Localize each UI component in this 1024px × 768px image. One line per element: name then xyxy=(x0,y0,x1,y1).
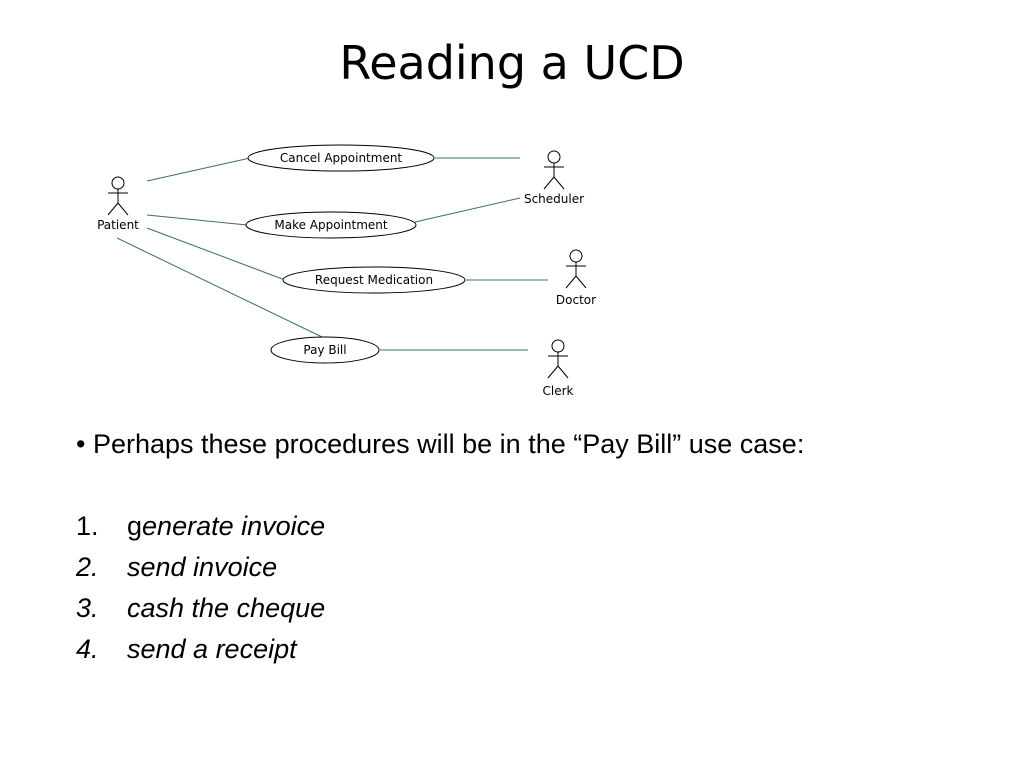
use-case-label: Make Appointment xyxy=(274,218,388,232)
association-patient-make xyxy=(146,214,248,226)
actor-doctor: Doctor xyxy=(556,249,596,307)
list-item: 2. send invoice xyxy=(76,547,325,588)
slide-title: Reading a UCD xyxy=(339,36,685,90)
procedure-list: 1. generate invoice 2. send invoice 3. c… xyxy=(76,506,325,670)
stick-figure-icon xyxy=(543,150,565,190)
association-patient-request xyxy=(146,227,286,281)
association-make-scheduler xyxy=(414,197,521,223)
actor-patient: Patient xyxy=(97,176,139,232)
list-text: send invoice xyxy=(127,552,278,582)
actor-label: Patient xyxy=(97,218,139,232)
list-text-lead: g xyxy=(127,511,143,541)
list-text: cash the cheque xyxy=(127,593,326,623)
stick-figure-icon xyxy=(107,176,129,216)
bullet-point: • Perhaps these procedures will be in th… xyxy=(76,429,805,459)
use-case-label: Cancel Appointment xyxy=(280,151,403,165)
association-patient-paybill xyxy=(116,237,323,338)
actor-label: Clerk xyxy=(543,384,574,398)
actor-clerk: Clerk xyxy=(543,339,574,398)
use-case-request-medication: Request Medication xyxy=(282,266,466,294)
actor-label: Scheduler xyxy=(524,192,584,206)
actor-scheduler: Scheduler xyxy=(524,150,584,206)
stick-figure-icon xyxy=(565,249,587,289)
use-case-cancel-appointment: Cancel Appointment xyxy=(247,144,435,172)
association-patient-cancel xyxy=(146,157,251,182)
list-number: 1. xyxy=(76,511,99,541)
actor-label: Doctor xyxy=(556,293,596,307)
stick-figure-icon xyxy=(547,339,569,379)
list-item: 4. send a receipt xyxy=(76,629,325,670)
list-text: enerate invoice xyxy=(142,511,326,541)
association-lines xyxy=(116,157,548,351)
list-text: send a receipt xyxy=(127,634,297,664)
list-item: 1. generate invoice xyxy=(76,506,325,547)
list-number: 3. xyxy=(76,593,99,623)
list-item: 3. cash the cheque xyxy=(76,588,325,629)
use-case-label: Request Medication xyxy=(315,273,433,287)
use-case-diagram: Cancel Appointment Make Appointment Requ… xyxy=(97,144,596,398)
list-number: 4. xyxy=(76,634,99,664)
use-case-label: Pay Bill xyxy=(303,343,346,357)
list-number: 2. xyxy=(76,552,99,582)
use-case-make-appointment: Make Appointment xyxy=(245,211,417,239)
use-case-pay-bill: Pay Bill xyxy=(270,336,380,364)
